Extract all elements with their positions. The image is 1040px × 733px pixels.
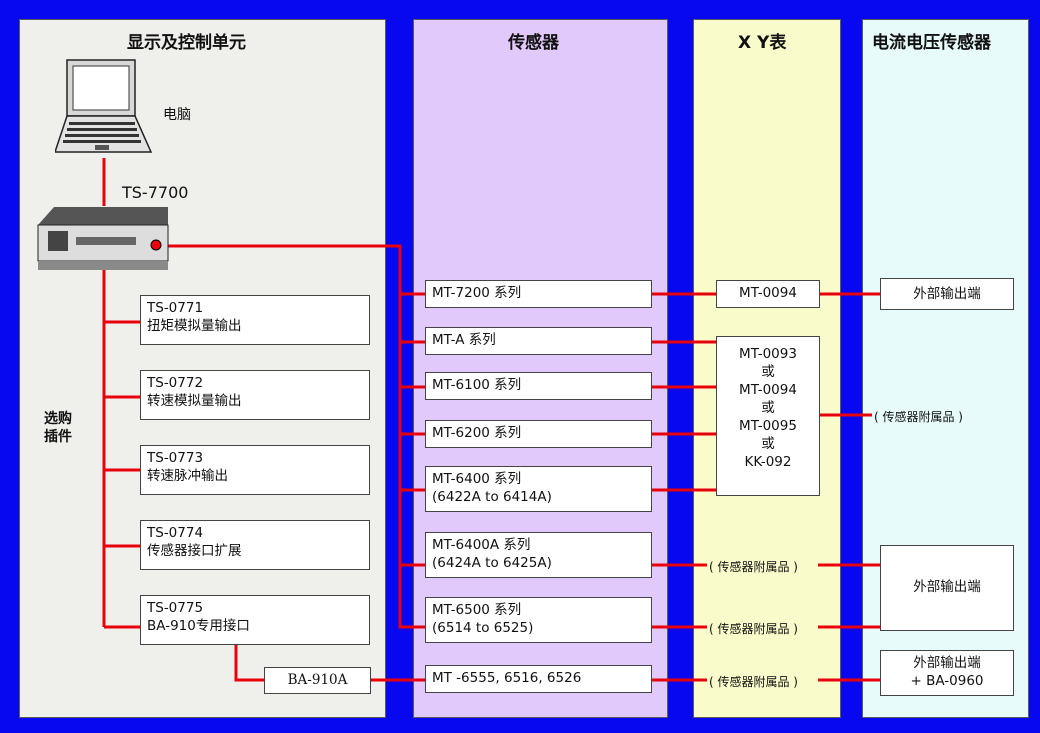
sensor-mt6400: MT-6400 系列 (6422A to 6414A) xyxy=(425,466,652,512)
sensor-line2: (6422A to 6414A) xyxy=(432,489,552,505)
plugin-desc: 传感器接口扩展 xyxy=(147,543,242,559)
cv-output-3-line1: 外部输出端 xyxy=(913,655,981,671)
plugin-desc: BA-910专用接口 xyxy=(147,618,250,634)
cv-accessory: ( 传感器附属品 ) xyxy=(872,408,965,425)
ts7700-controller-icon xyxy=(37,207,169,270)
ba910a-box: BA-910A xyxy=(264,667,371,694)
plugin-code: TS-0773 xyxy=(147,450,204,466)
computer-label: 电脑 xyxy=(163,107,191,123)
cv-output-3: 外部输出端 + BA-0960 xyxy=(880,650,1014,696)
plugin-code: TS-0771 xyxy=(147,300,204,316)
options-label-line1: 选购 xyxy=(44,411,72,427)
plugin-desc: 转速模拟量输出 xyxy=(147,393,242,409)
sensor-mt6400a: MT-6400A 系列 (6424A to 6425A) xyxy=(425,532,652,578)
controller-label: TS-7700 xyxy=(122,183,189,202)
sensor-mt7200: MT-7200 系列 xyxy=(425,280,652,308)
plugin-ts0771: TS-0771 扭矩模拟量输出 xyxy=(140,295,370,345)
cv-output-3-line2: + BA-0960 xyxy=(910,673,984,689)
plugin-ts0772: TS-0772 转速模拟量输出 xyxy=(140,370,370,420)
xy-mt0094-box: MT-0094 xyxy=(716,280,820,308)
plugin-code: TS-0774 xyxy=(147,525,204,541)
options-label-line2: 插件 xyxy=(44,429,72,445)
xy-item: MT-0094 xyxy=(739,382,797,398)
sensor-mt6100: MT-6100 系列 xyxy=(425,372,652,400)
xy-multi-box: MT-0093 或 MT-0094 或 MT-0095 或 KK-092 xyxy=(716,336,820,496)
xy-item: 或 xyxy=(761,364,775,380)
sensor-line2: (6424A to 6425A) xyxy=(432,555,552,571)
xy-item: MT-0093 xyxy=(739,346,797,362)
display-unit-header: 显示及控制单元 xyxy=(127,33,246,53)
sensor-line1: MT-6400 系列 xyxy=(432,471,522,487)
cv-output-1: 外部输出端 xyxy=(880,278,1014,310)
plugin-ts0775: TS-0775 BA-910专用接口 xyxy=(140,595,370,645)
xy-accessory-1: ( 传感器附属品 ) xyxy=(707,558,800,575)
xy-item: MT-0095 xyxy=(739,418,797,434)
laptop-icon xyxy=(55,59,153,153)
plugin-code: TS-0775 xyxy=(147,600,204,616)
sensor-mta: MT-A 系列 xyxy=(425,327,652,355)
sensor-mt6500: MT-6500 系列 (6514 to 6525) xyxy=(425,597,652,643)
plugin-ts0773: TS-0773 转速脉冲输出 xyxy=(140,445,370,495)
sensor-line1: MT-6500 系列 xyxy=(432,602,522,618)
xy-item: KK-092 xyxy=(744,454,792,470)
cv-output-2: 外部输出端 xyxy=(880,545,1014,631)
sensor-line1: MT-6400A 系列 xyxy=(432,537,531,553)
plugin-desc: 转速脉冲输出 xyxy=(147,468,228,484)
cv-sensor-header: 电流电压传感器 xyxy=(872,33,991,53)
xy-accessory-2: ( 传感器附属品 ) xyxy=(707,620,800,637)
plugin-code: TS-0772 xyxy=(147,375,204,391)
xy-accessory-3: ( 传感器附属品 ) xyxy=(707,673,800,690)
xy-table-header: X Y表 xyxy=(738,33,787,53)
xy-item: 或 xyxy=(761,436,775,452)
plugin-ts0774: TS-0774 传感器接口扩展 xyxy=(140,520,370,570)
sensor-mt6555: MT -6555, 6516, 6526 xyxy=(425,665,652,693)
plugin-desc: 扭矩模拟量输出 xyxy=(147,318,242,334)
sensor-header: 传感器 xyxy=(508,33,559,53)
xy-item: 或 xyxy=(761,400,775,416)
sensor-line2: (6514 to 6525) xyxy=(432,620,534,636)
sensor-mt6200: MT-6200 系列 xyxy=(425,420,652,448)
options-label: 选购 插件 xyxy=(44,410,72,446)
